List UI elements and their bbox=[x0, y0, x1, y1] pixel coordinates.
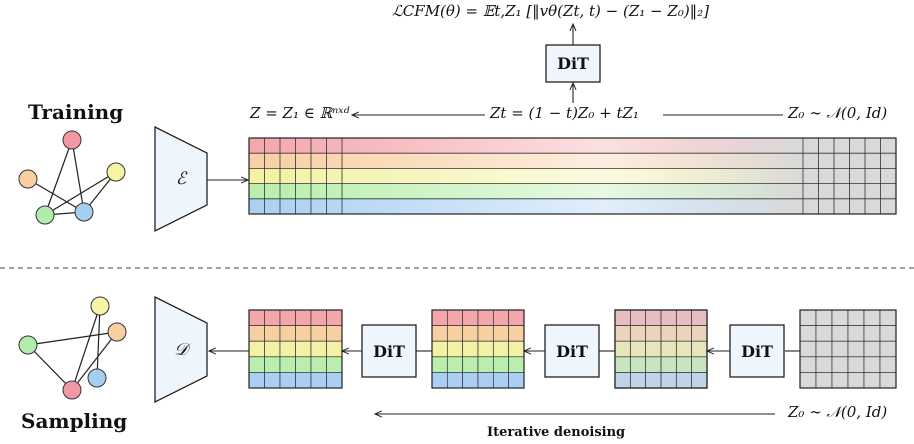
graph-node bbox=[74, 202, 94, 222]
graph-node bbox=[62, 380, 82, 400]
sampling-graph bbox=[18, 296, 127, 400]
z-formula: Z = Z₁ ∈ ℝⁿˣᵈ bbox=[250, 104, 350, 122]
sampling-label: Sampling bbox=[21, 409, 128, 433]
sampling-dit-label: DiT bbox=[741, 341, 773, 361]
zt-formula: Zt = (1 − t)Z₀ + tZ₁ bbox=[490, 104, 639, 122]
graph-node bbox=[87, 368, 107, 388]
loss-formula: ℒCFM(θ) = 𝔼t,Z₁ [‖vθ(Zt, t) − (Z₁ − Z₀)‖… bbox=[392, 2, 710, 20]
graph-node bbox=[106, 162, 126, 182]
graph-node bbox=[107, 322, 127, 342]
decoder-block bbox=[154, 295, 208, 404]
decoder-label: 𝒟 bbox=[174, 339, 188, 360]
sampling-dit-box bbox=[729, 324, 785, 378]
sampling-grid-step2 bbox=[431, 309, 525, 389]
latent-row bbox=[249, 168, 896, 184]
graph-node bbox=[18, 169, 38, 189]
graph-node bbox=[35, 205, 55, 225]
latent-row bbox=[249, 138, 896, 154]
training-graph bbox=[18, 130, 126, 225]
graph-node bbox=[18, 335, 38, 355]
sampling-dit-box bbox=[361, 324, 417, 378]
latent-row bbox=[249, 198, 896, 214]
sampling-grid-clean bbox=[248, 309, 343, 389]
sampling-dit-box bbox=[544, 324, 600, 378]
training-latent-strip bbox=[248, 137, 897, 215]
training-dit-label: DiT bbox=[557, 54, 589, 73]
z0-formula-sampling: Z₀ ∼ 𝒩(0, Id) bbox=[788, 403, 888, 421]
encoder-block bbox=[154, 125, 208, 233]
training-label: Training bbox=[28, 100, 124, 124]
training-dit-box bbox=[545, 44, 601, 83]
graph-node bbox=[90, 296, 110, 316]
sampling-dit-label: DiT bbox=[556, 341, 588, 361]
z0-formula-training: Z₀ ∼ 𝒩(0, Id) bbox=[788, 104, 888, 122]
latent-row bbox=[249, 153, 896, 169]
latent-row bbox=[249, 183, 896, 199]
sampling-grid-noise bbox=[799, 309, 897, 389]
iterative-denoising-caption: Iterative denoising bbox=[487, 425, 626, 440]
sampling-dit-label: DiT bbox=[373, 341, 405, 361]
encoder-label: ℰ bbox=[175, 169, 187, 189]
graph-node bbox=[62, 130, 82, 150]
